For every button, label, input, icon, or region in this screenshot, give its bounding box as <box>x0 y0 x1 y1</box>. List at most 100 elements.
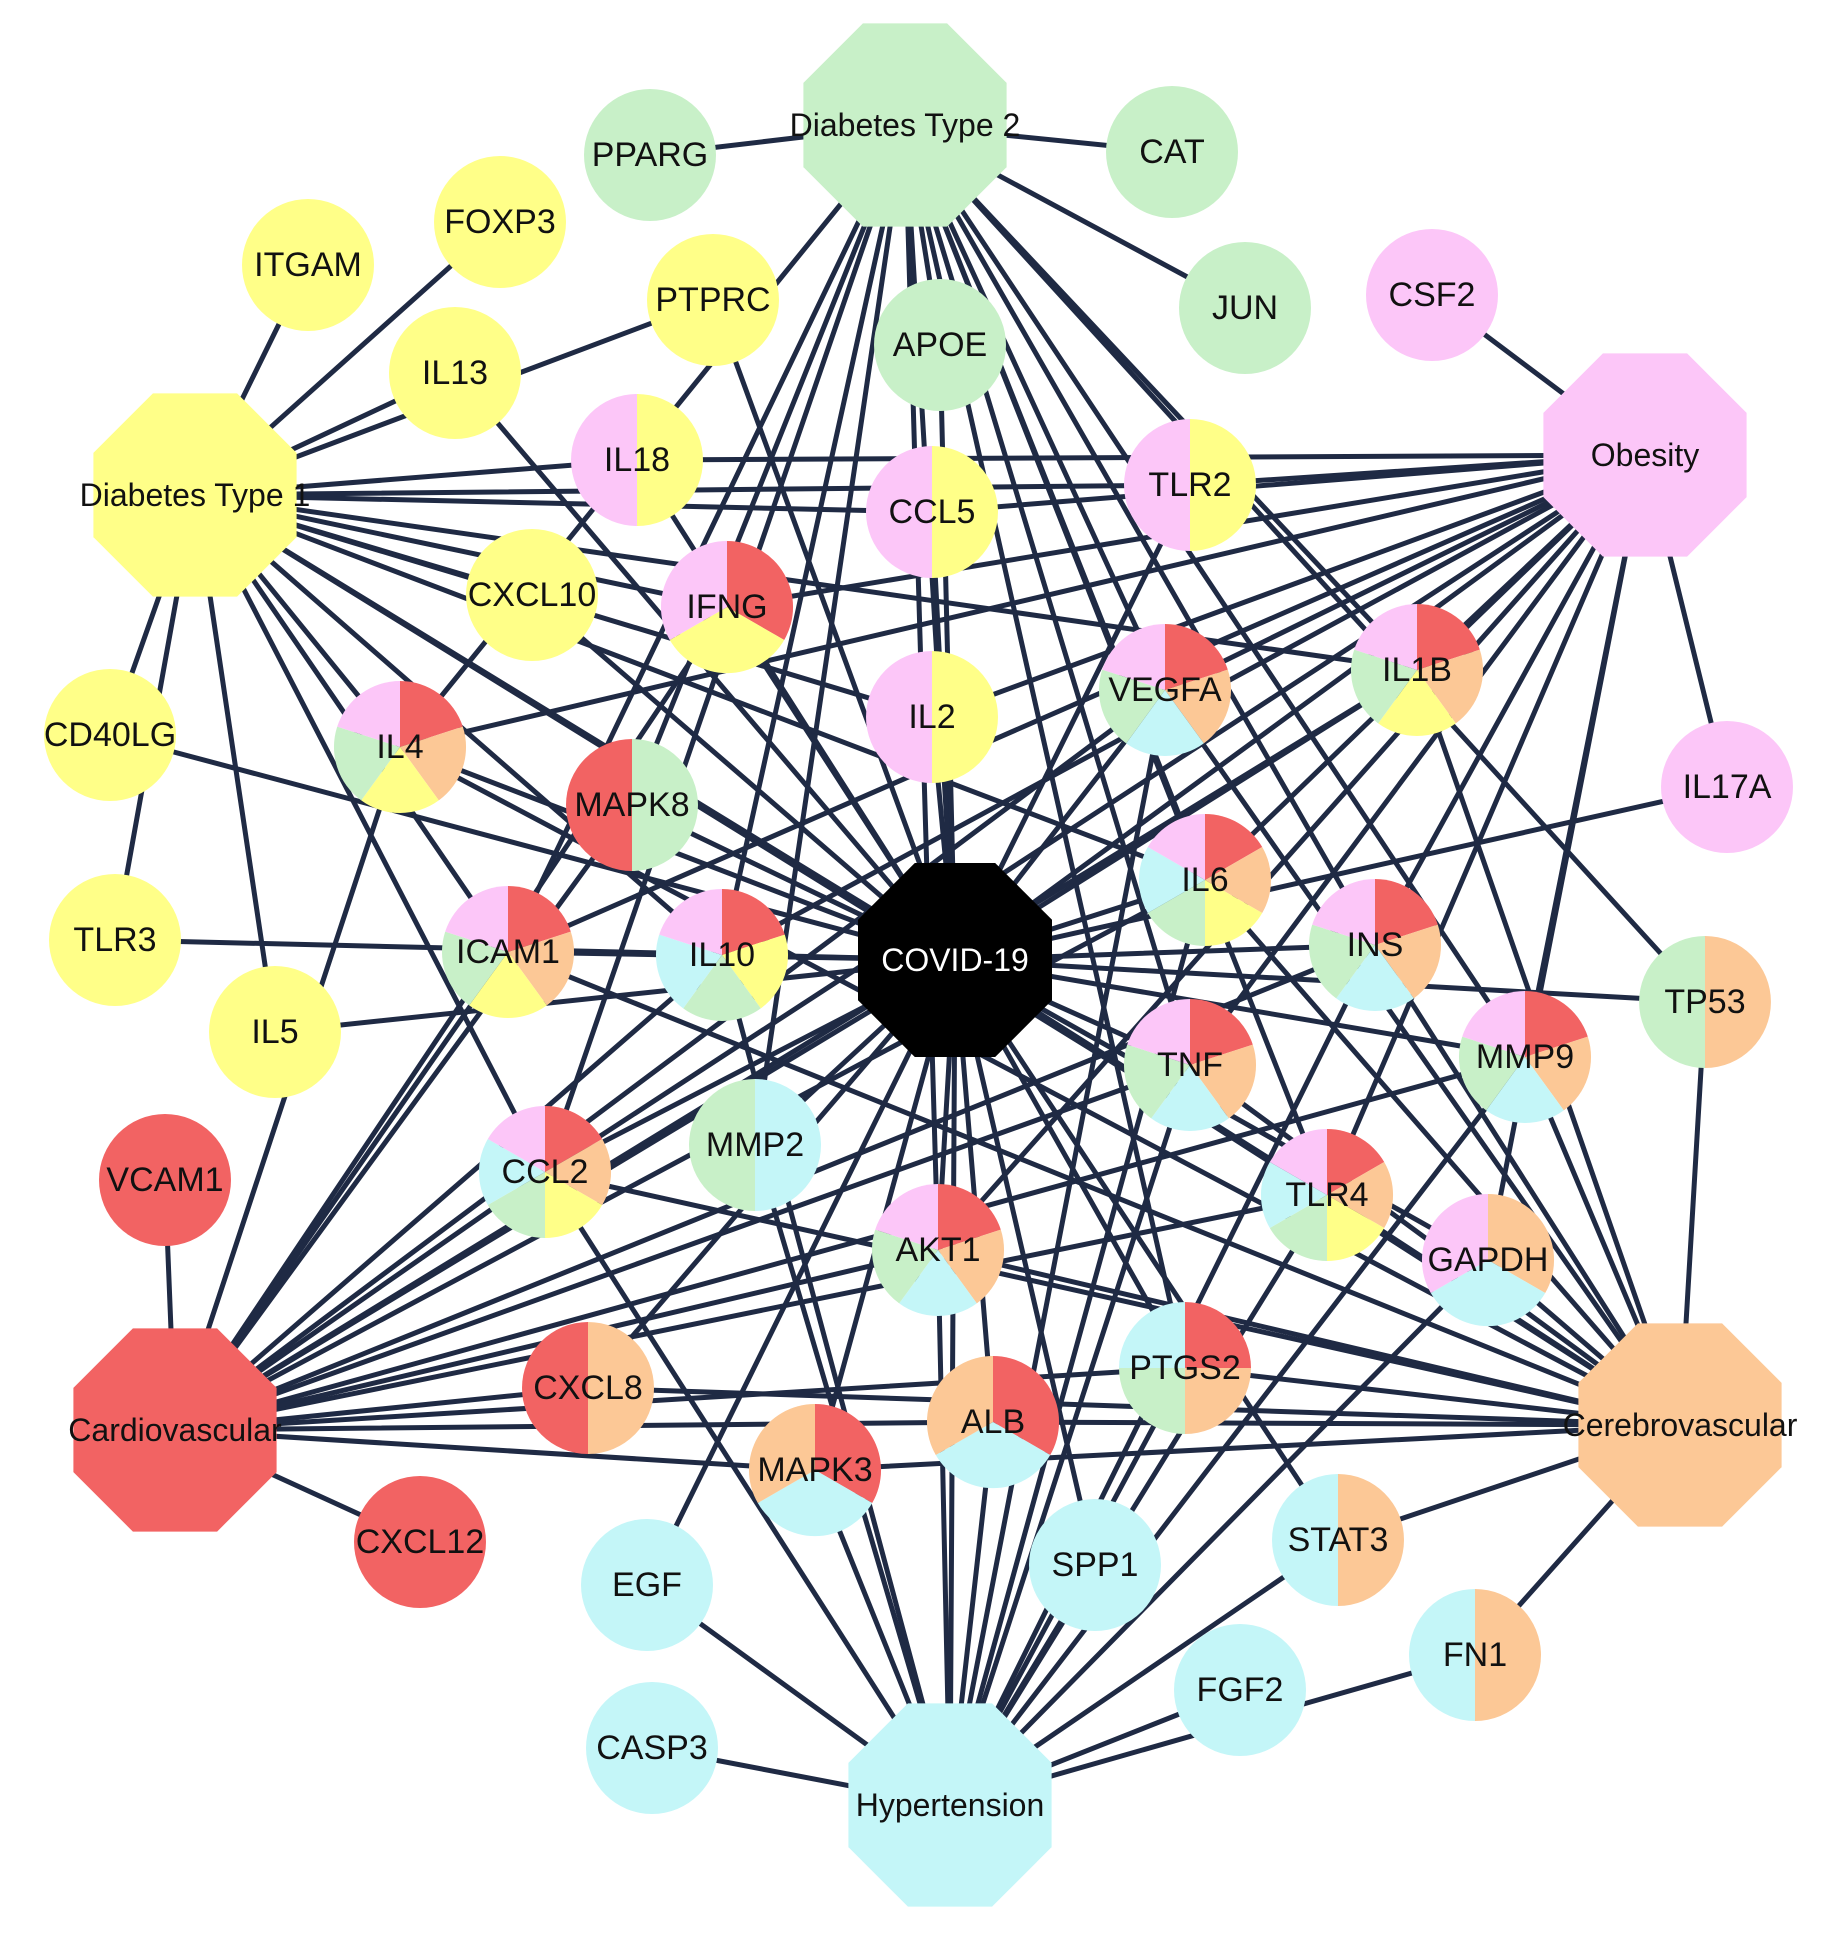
gene-node-cat[interactable]: CAT <box>1106 86 1238 218</box>
gene-node-egf[interactable]: EGF <box>581 1519 713 1651</box>
pie-slice-cerebrovascular <box>938 1229 1005 1304</box>
gene-node-tp53[interactable]: TP53 <box>1639 936 1771 1068</box>
pie-slice-cerebrovascular <box>545 1139 612 1205</box>
gene-label: IFNG <box>686 588 767 626</box>
gene-node-tlr3[interactable]: TLR3 <box>49 874 181 1006</box>
pie-slice-cerebrovascular <box>1705 936 1771 1068</box>
gene-node-il4[interactable]: IL4 <box>333 681 467 814</box>
gene-node-akt1[interactable]: AKT1 <box>871 1183 1005 1317</box>
gene-node-foxp3[interactable]: FOXP3 <box>434 156 566 288</box>
gene-node-alb[interactable]: ALB <box>926 1356 1060 1489</box>
gene-node-gapdh[interactable]: GAPDH <box>1421 1194 1555 1327</box>
edge-covid-19-stat3 <box>952 957 1341 1543</box>
pie-slice-diabetes-type-2 <box>1458 1036 1525 1111</box>
gene-node-fgf2[interactable]: FGF2 <box>1174 1624 1306 1756</box>
gene-node-casp3[interactable]: CASP3 <box>586 1682 718 1814</box>
edge-obesity-il4 <box>397 452 1648 750</box>
gene-node-il13[interactable]: IL13 <box>389 307 521 439</box>
pie-slice-cardiovascular <box>938 1183 1001 1250</box>
gene-node-mapk3[interactable]: MAPK3 <box>748 1404 882 1537</box>
gene-node-ptprc[interactable]: PTPRC <box>647 234 779 366</box>
gene-label: EGF <box>612 1566 682 1604</box>
pie-slice-obesity <box>1124 419 1190 551</box>
pie-slice-diabetes-type-2 <box>1639 936 1705 1068</box>
gene-node-vegfa[interactable]: VEGFA <box>1098 623 1232 757</box>
gene-node-pparg[interactable]: PPARG <box>584 89 716 221</box>
pie-slice-diabetes-type-1 <box>1190 419 1256 551</box>
gene-node-il10[interactable]: IL10 <box>655 889 789 1022</box>
pie-slice-hypertension <box>655 934 722 1009</box>
gene-label: INS <box>1347 926 1404 964</box>
gene-node-apoe[interactable]: APOE <box>874 279 1006 411</box>
gene-node-cd40lg[interactable]: CD40LG <box>44 669 176 801</box>
gene-node-cxcl12[interactable]: CXCL12 <box>354 1476 486 1608</box>
gene-node-il6[interactable]: IL6 <box>1138 814 1272 947</box>
gene-node-mmp9[interactable]: MMP9 <box>1458 990 1592 1124</box>
pie-slice-diabetes-type-2 <box>441 931 508 1006</box>
gene-node-fill <box>1179 242 1311 374</box>
gene-node-fill <box>434 156 566 288</box>
pie-slice-cardiovascular <box>1185 1302 1251 1368</box>
hub-octagon <box>1543 353 1747 557</box>
gene-node-il5[interactable]: IL5 <box>209 966 341 1098</box>
gene-node-tlr4[interactable]: TLR4 <box>1260 1128 1394 1261</box>
edge-obesity-akt1 <box>935 452 1648 1253</box>
gene-node-csf2[interactable]: CSF2 <box>1366 229 1498 361</box>
pie-slice-obesity <box>1312 878 1375 945</box>
gene-node-ifng[interactable]: IFNG <box>660 541 794 674</box>
pie-slice-cardiovascular <box>1525 990 1588 1057</box>
gene-node-ccl5[interactable]: CCL5 <box>866 446 998 578</box>
gene-node-ptgs2[interactable]: PTGS2 <box>1119 1302 1251 1434</box>
pie-slice-hypertension <box>1260 1162 1327 1228</box>
gene-node-fn1[interactable]: FN1 <box>1409 1589 1541 1721</box>
hub-label: Diabetes Type 2 <box>790 107 1021 143</box>
hub-node-cardiovascular[interactable]: Cardiovascular <box>68 1328 282 1532</box>
gene-node-icam1[interactable]: ICAM1 <box>441 885 575 1019</box>
hub-node-covid-19[interactable]: COVID-19 <box>858 863 1052 1057</box>
pie-slice-cardiovascular <box>1375 879 1438 945</box>
gene-node-fill <box>1029 1499 1161 1631</box>
pie-slice-obesity <box>1421 1194 1488 1293</box>
pie-slice-cerebrovascular <box>926 1356 993 1455</box>
hub-node-diabetes-type-2[interactable]: Diabetes Type 2 <box>790 23 1021 227</box>
hub-node-diabetes-type-1[interactable]: Diabetes Type 1 <box>80 393 311 597</box>
gene-label: IL4 <box>376 728 423 766</box>
pie-slice-cerebrovascular <box>508 931 575 1006</box>
gene-node-ccl2[interactable]: CCL2 <box>478 1106 612 1239</box>
gene-label: MMP9 <box>1476 1038 1574 1076</box>
hub-node-obesity[interactable]: Obesity <box>1543 353 1747 557</box>
gene-node-spp1[interactable]: SPP1 <box>1029 1499 1161 1631</box>
edge-cerebrovascular-vegfa <box>1162 687 1683 1428</box>
edge-obesity-tlr4 <box>1324 452 1648 1198</box>
hub-octagon <box>93 393 297 597</box>
gene-node-cxcl8[interactable]: CXCL8 <box>522 1322 654 1454</box>
gene-node-mmp2[interactable]: MMP2 <box>689 1079 821 1211</box>
hub-node-cerebrovascular[interactable]: Cerebrovascular <box>1563 1323 1798 1527</box>
gene-node-tnf[interactable]: TNF <box>1123 999 1257 1132</box>
gene-node-ins[interactable]: INS <box>1308 878 1442 1012</box>
gene-node-fill <box>874 279 1006 411</box>
gene-label: IL13 <box>422 354 488 392</box>
gene-node-cxcl10[interactable]: CXCL10 <box>466 529 598 661</box>
gene-node-mapk8[interactable]: MAPK8 <box>566 739 698 871</box>
pie-slice-diabetes-type-1 <box>1327 1195 1385 1261</box>
gene-node-il18[interactable]: IL18 <box>571 394 703 526</box>
gene-node-jun[interactable]: JUN <box>1179 242 1311 374</box>
hub-node-hypertension[interactable]: Hypertension <box>848 1703 1052 1907</box>
gene-label: GAPDH <box>1428 1241 1549 1279</box>
pie-slice-diabetes-type-2 <box>632 739 698 871</box>
gene-label: IL1B <box>1382 651 1452 689</box>
gene-node-fill <box>389 307 521 439</box>
pie-slice-cerebrovascular <box>1205 847 1272 913</box>
pie-slice-hypertension <box>899 1250 977 1317</box>
edge-cerebrovascular-alb <box>990 1419 1683 1428</box>
gene-node-il1b[interactable]: IL1B <box>1350 603 1484 737</box>
gene-node-il2[interactable]: IL2 <box>866 651 998 783</box>
pie-slice-cerebrovascular <box>1475 1589 1541 1721</box>
gene-node-stat3[interactable]: STAT3 <box>1272 1474 1404 1606</box>
pie-slice-cerebrovascular <box>1417 649 1484 724</box>
gene-node-tlr2[interactable]: TLR2 <box>1124 419 1256 551</box>
gene-node-il17a[interactable]: IL17A <box>1661 721 1793 853</box>
gene-node-vcam1[interactable]: VCAM1 <box>99 1114 231 1246</box>
gene-node-itgam[interactable]: ITGAM <box>242 199 374 331</box>
